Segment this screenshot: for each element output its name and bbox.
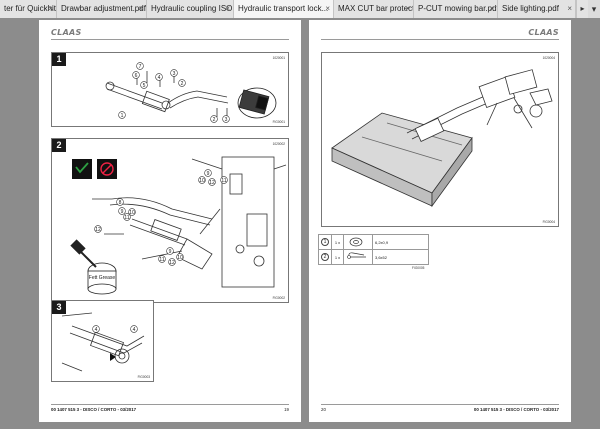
svg-text:9: 9 [121, 209, 124, 215]
tab-label: P-CUT mowing bar.pdf [418, 4, 498, 13]
grease-label: Fett Grease [89, 275, 116, 281]
page-number: 19 [284, 407, 289, 412]
header-divider [51, 39, 289, 40]
figure-docref: FIG0001 [272, 120, 285, 124]
tab-bar: ter für Quickhitc...× Drawbar adjustment… [0, 0, 600, 18]
tab-label: Hydraulic transport lock... [238, 4, 329, 13]
tab-hydraulic-coupling[interactable]: Hydraulic coupling ISO...× [147, 0, 234, 18]
claas-logo: CLAAS [51, 28, 82, 37]
header-divider [321, 39, 559, 40]
document-page-left: CLAAS 1 1020001 7 6 [39, 20, 301, 422]
svg-text:8: 8 [119, 200, 122, 206]
figure-docref: FIG0002 [272, 296, 285, 300]
svg-text:2: 2 [181, 81, 184, 87]
tab-drawbar-adjustment[interactable]: Drawbar adjustment.pdf× [57, 0, 147, 18]
footer-divider [51, 404, 289, 405]
svg-text:11: 11 [124, 215, 129, 221]
close-icon[interactable]: × [225, 4, 230, 13]
svg-text:4: 4 [158, 75, 161, 81]
footer-document-code: 00 1407 515 3 - DISCO / CORTO - 03/2017 [473, 407, 559, 412]
tab-p-cut-mowing-bar[interactable]: P-CUT mowing bar.pdf× [414, 0, 498, 18]
tab-hydraulic-transport-lock[interactable]: Hydraulic transport lock...× [234, 0, 334, 18]
table-row: 2 1 x 3,6x52 [318, 249, 429, 265]
linch-pin-icon [347, 251, 366, 259]
svg-text:11: 11 [221, 178, 226, 184]
svg-text:2: 2 [213, 117, 216, 123]
svg-text:12: 12 [169, 260, 175, 266]
svg-text:4: 4 [95, 327, 98, 333]
svg-text:3: 3 [225, 117, 228, 123]
figure-step-2: 2 1020002 [51, 138, 289, 303]
step-number: 2 [52, 139, 66, 152]
svg-text:6: 6 [135, 73, 138, 79]
hydraulic-cylinder-illustration: 7 6 5 4 3 2 1 2 3 [105, 62, 277, 123]
hydraulic-coupling-illustration: 4 4 [61, 312, 145, 372]
washer-icon [349, 237, 363, 246]
svg-text:9: 9 [207, 171, 210, 177]
close-icon[interactable]: × [567, 4, 572, 13]
figure-mower-overview: 1020004 FIG0004 [321, 52, 559, 227]
part-spec: 3,6x52 [372, 249, 429, 265]
table-docref: FIG0005 [412, 266, 425, 270]
close-icon[interactable]: × [489, 4, 494, 13]
tab-max-cut-bar[interactable]: MAX CUT bar protecti...× [334, 0, 414, 18]
document-page-right: CLAAS 1020004 [309, 20, 571, 422]
step-number: 1 [52, 53, 66, 66]
svg-text:9: 9 [169, 249, 172, 255]
part-quantity: 1 x [331, 249, 344, 265]
svg-text:3: 3 [173, 71, 176, 77]
figure-step-3: 3 4 4 FIG0003 [51, 300, 154, 382]
svg-text:11: 11 [159, 257, 164, 263]
parts-table: 1 1 x 6,2x0,9 2 1 x 3,6x52 [318, 234, 429, 265]
close-icon[interactable]: × [405, 4, 410, 13]
close-icon[interactable]: × [48, 4, 53, 13]
step-number: 3 [52, 301, 66, 314]
table-row: 1 1 x 6,2x0,9 [318, 234, 429, 250]
figure-ref-code: 1020001 [272, 56, 285, 60]
figure-docref: FIG0003 [137, 375, 150, 379]
tab-label: ter für Quickhitc... [4, 4, 57, 13]
tab-label: MAX CUT bar protecti... [338, 4, 413, 13]
svg-text:4: 4 [133, 327, 136, 333]
tab-side-lighting[interactable]: Side lighting.pdf × [498, 0, 576, 18]
svg-text:12: 12 [95, 227, 101, 233]
svg-text:1: 1 [121, 113, 124, 119]
tab-label: Hydraulic coupling ISO... [151, 4, 234, 13]
figure-ref-code: 1020004 [542, 56, 555, 60]
page-number: 20 [321, 407, 326, 412]
close-icon[interactable]: × [138, 4, 143, 13]
part-spec: 6,2x0,9 [372, 234, 429, 250]
part-number: 1 [321, 238, 329, 246]
figure-ref-code: 1020002 [272, 142, 285, 146]
part-number: 2 [321, 253, 329, 261]
tab-scroll-right-icon[interactable]: ▸ [576, 0, 588, 18]
footer-divider [321, 404, 559, 405]
svg-text:10: 10 [129, 210, 135, 216]
linkage-assembly-illustration: 9 10 12 11 8 9 10 11 12 9 10 11 12 [70, 156, 287, 295]
svg-text:10: 10 [199, 178, 205, 184]
svg-text:10: 10 [177, 255, 183, 261]
tab-quickhitch[interactable]: ter für Quickhitc...× [0, 0, 57, 18]
figure-docref: FIG0004 [542, 220, 555, 224]
claas-logo: CLAAS [528, 28, 559, 37]
tab-label: Side lighting.pdf [502, 4, 559, 13]
part-quantity: 1 x [331, 234, 344, 250]
tab-label: Drawbar adjustment.pdf [61, 4, 146, 13]
mower-unit-illustration [331, 69, 553, 208]
footer-document-code: 00 1407 515 3 - DISCO / CORTO - 03/2017 [51, 407, 137, 412]
figure-step-1: 1 1020001 7 6 5 4 [51, 52, 289, 127]
svg-text:5: 5 [143, 83, 146, 89]
tab-menu-icon[interactable]: ▾ [588, 0, 600, 18]
svg-text:12: 12 [209, 180, 215, 186]
svg-text:7: 7 [139, 64, 142, 70]
close-icon[interactable]: × [325, 4, 330, 13]
